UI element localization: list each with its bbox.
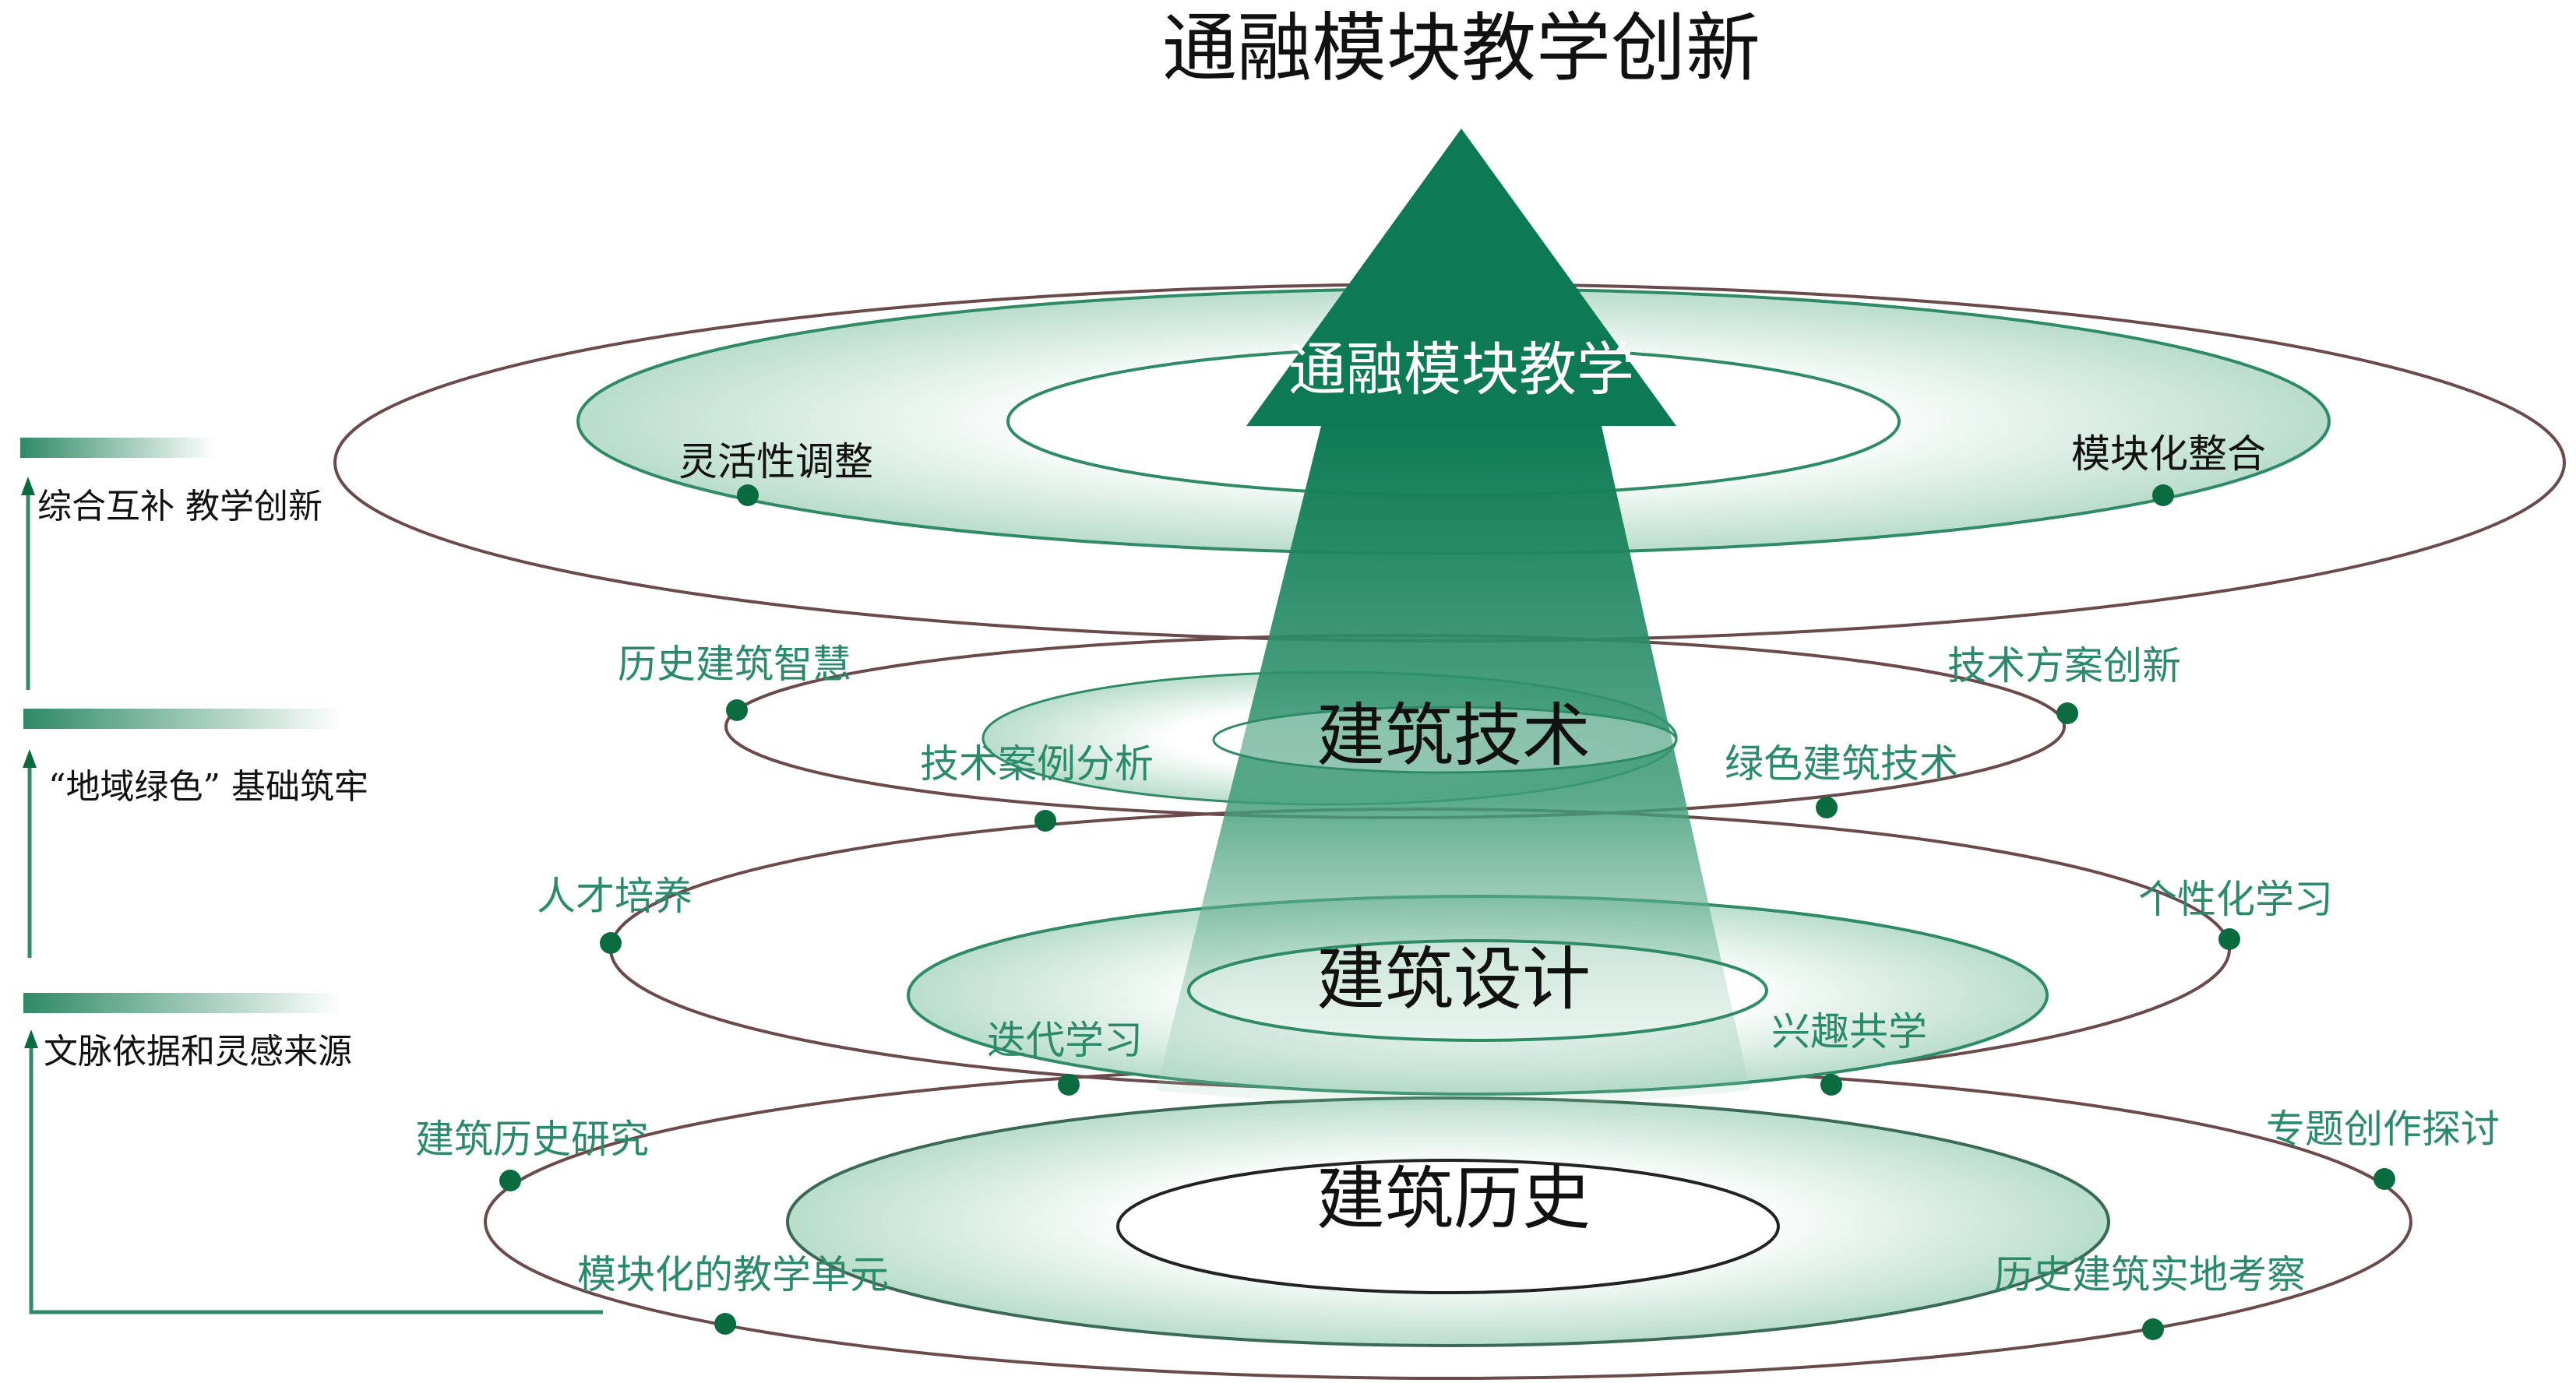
node-label: 兴趣共学 (1771, 1009, 1927, 1054)
stage-bar (20, 438, 215, 458)
node-label: 灵活性调整 (678, 439, 873, 484)
arrow-up-icon (21, 477, 35, 495)
node-dot (2373, 1168, 2395, 1190)
node-label: 技术案例分析 (920, 741, 1154, 787)
stage-arrow-line (29, 1047, 603, 1314)
arrow-up-icon (23, 749, 37, 768)
node-dot (600, 932, 622, 954)
diagram-title: 通融模块教学创新 (1162, 5, 1760, 92)
inner-ring (1116, 1159, 1780, 1294)
node-dot (714, 1313, 736, 1335)
stage-label: “地域绿色” 基础筑牢 (48, 767, 368, 807)
node-label: 建筑历史研究 (415, 1117, 649, 1162)
inner-ring-design (1187, 939, 1768, 1042)
node-dot (2218, 928, 2240, 950)
level-name-3: 建筑设计 (1316, 939, 1591, 1019)
node-dot (2142, 1318, 2164, 1340)
level-architecture-history (484, 1064, 2412, 1380)
node-label: 技术方案创新 (1947, 643, 2181, 688)
arrow-up-icon (24, 1029, 38, 1048)
level-name-4: 建筑历史 (1316, 1159, 1591, 1239)
stage-bar (23, 993, 343, 1013)
node-dot (2152, 484, 2174, 506)
level-name-2: 建筑技术 (1316, 695, 1591, 776)
node-dot (1034, 810, 1056, 832)
node-label: 人才培养 (537, 874, 692, 919)
node-dot (2056, 702, 2078, 724)
node-dot (1816, 797, 1838, 818)
node-dot (499, 1170, 521, 1191)
growth-arrow (1156, 128, 1750, 1106)
stage-label: 综合互补 教学创新 (37, 487, 322, 526)
node-dot (1820, 1074, 1842, 1096)
inner-ring-technology (1212, 706, 1678, 774)
node-dot (737, 484, 759, 506)
node-label: 专题创作探讨 (2266, 1107, 2500, 1152)
side-stages: 综合互补 教学创新 “地域绿色” 基础筑牢 文脉依据和灵感来源 (20, 438, 603, 1314)
node-label: 历史建筑智慧 (618, 642, 851, 687)
stage-label: 文脉依据和灵感来源 (44, 1032, 352, 1072)
node-label: 历史建筑实地考察 (1994, 1252, 2306, 1297)
node-label: 绿色建筑技术 (1725, 741, 1958, 787)
node-label: 迭代学习 (987, 1018, 1143, 1063)
level-name-1: 通融模块教学 (1288, 336, 1634, 403)
node-label: 模块化的教学单元 (577, 1252, 889, 1297)
node-dot (726, 699, 748, 721)
node-dot (1058, 1074, 1080, 1096)
stage-bar (23, 709, 343, 729)
node-label: 个性化学习 (2138, 877, 2333, 922)
node-label: 模块化整合 (2071, 431, 2266, 477)
